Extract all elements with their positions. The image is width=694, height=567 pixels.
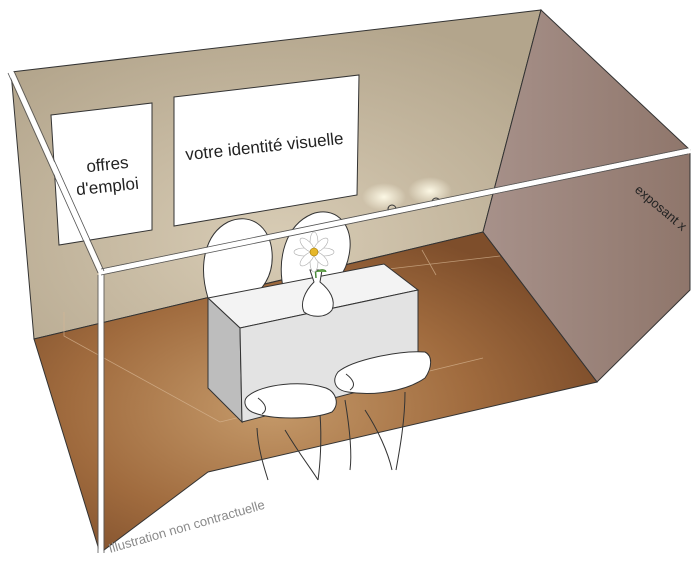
- panel-jobs: offres d'emploi: [51, 103, 152, 245]
